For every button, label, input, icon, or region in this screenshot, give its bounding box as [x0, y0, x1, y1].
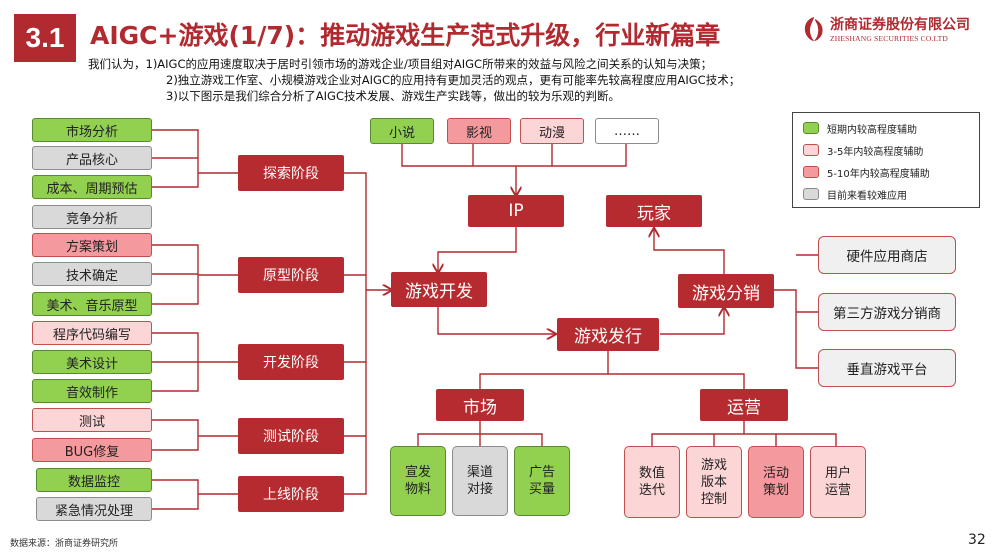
intro-line: 我们认为，1)AIGC的应用速度取决于居时引领市场的游戏企业/项目组对AIGC所… — [88, 57, 713, 71]
task-emergency-handling: 紧急情况处理 — [36, 497, 152, 521]
brand-logo: 浙商证券股份有限公司 ZHESHANG SECURITIES CO.LTD — [802, 14, 982, 50]
section-badge: 3.1 — [14, 14, 76, 62]
task-product-core: 产品核心 — [32, 146, 152, 170]
page-number: 32 — [968, 532, 986, 548]
task-sound-production: 音效制作 — [32, 379, 152, 403]
legend-label: 5-10年内较高程度辅助 — [827, 168, 930, 180]
market-item-promo-material: 宣发 物料 — [390, 446, 446, 516]
hub-market: 市场 — [436, 389, 524, 421]
legend: 短期内较高程度辅助 3-5年内较高程度辅助 5-10年内较高程度辅助 目前来看较… — [792, 112, 980, 208]
task-bug-fix: BUG修复 — [32, 438, 152, 462]
intro-text: 我们认为，1)AIGC的应用速度取决于居时引领市场的游戏企业/项目组对AIGC所… — [88, 56, 740, 104]
channel-third-party-distributor: 第三方游戏分销商 — [818, 293, 956, 331]
hub-operation: 运营 — [700, 389, 788, 421]
hub-ip: IP — [468, 195, 564, 227]
stage-testing: 测试阶段 — [238, 418, 344, 454]
task-code-writing: 程序代码编写 — [32, 321, 152, 345]
task-art-music-prototype: 美术、音乐原型 — [32, 292, 152, 316]
brand-name: 浙商证券股份有限公司 — [830, 17, 970, 33]
task-data-monitoring: 数据监控 — [36, 468, 152, 492]
task-cost-estimate: 成本、周期预估 — [32, 175, 152, 199]
legend-item: 3-5年内较高程度辅助 — [803, 141, 923, 159]
ip-source-novel: 小说 — [370, 118, 434, 144]
hub-game-development: 游戏开发 — [391, 272, 487, 307]
hub-game-distribution: 游戏分销 — [678, 274, 774, 308]
stage-development: 开发阶段 — [238, 344, 344, 380]
operation-item-event-planning: 活动 策划 — [748, 446, 804, 518]
intro-line: 3)以下图示是我们综合分析了AIGC技术发展、游戏生产实践等，做出的较为乐观的判… — [166, 89, 620, 103]
legend-swatch-light-pink — [803, 144, 819, 156]
brand-name-en: ZHESHANG SECURITIES CO.LTD — [830, 34, 949, 43]
stage-launch: 上线阶段 — [238, 476, 344, 512]
legend-item: 目前来看较难应用 — [803, 185, 907, 203]
channel-hardware-store: 硬件应用商店 — [818, 236, 956, 274]
legend-swatch-gray — [803, 188, 819, 200]
brand-mark-icon — [804, 17, 823, 41]
market-item-channel-docking: 渠道 对接 — [452, 446, 508, 516]
source-note: 数据来源：浙商证券研究所 — [10, 539, 119, 549]
stage-explore: 探索阶段 — [238, 155, 344, 191]
hub-player: 玩家 — [606, 195, 702, 227]
stage-prototype: 原型阶段 — [238, 257, 344, 293]
task-plan-design: 方案策划 — [32, 233, 152, 257]
page-title: AIGC+游戏(1/7)：推动游戏生产范式升级，行业新篇章 — [90, 21, 721, 50]
market-item-ad-buying: 广告 买量 — [514, 446, 570, 516]
operation-item-user-operation: 用户 运营 — [810, 446, 866, 518]
legend-label: 短期内较高程度辅助 — [827, 124, 917, 136]
legend-swatch-green — [803, 122, 819, 134]
legend-item: 5-10年内较高程度辅助 — [803, 163, 930, 181]
legend-label: 3-5年内较高程度辅助 — [827, 146, 924, 158]
legend-swatch-pink — [803, 166, 819, 178]
operation-item-version-control: 游戏 版本 控制 — [686, 446, 742, 518]
ip-source-film: 影视 — [447, 118, 511, 144]
task-competition-analysis: 竞争分析 — [32, 205, 152, 229]
intro-line: 2)独立游戏工作室、小规模游戏企业对AIGC的应用持有更加灵活的观点，更有可能率… — [166, 73, 741, 87]
legend-item: 短期内较高程度辅助 — [803, 119, 917, 137]
legend-label: 目前来看较难应用 — [827, 190, 907, 202]
ip-source-anime: 动漫 — [520, 118, 584, 144]
task-tech-decision: 技术确定 — [32, 262, 152, 286]
task-market-analysis: 市场分析 — [32, 118, 152, 142]
ip-source-more: …… — [595, 118, 659, 144]
channel-vertical-platform: 垂直游戏平台 — [818, 349, 956, 387]
hub-game-publishing: 游戏发行 — [557, 318, 659, 351]
task-art-design: 美术设计 — [32, 350, 152, 374]
task-testing: 测试 — [32, 408, 152, 432]
operation-item-value-iteration: 数值 迭代 — [624, 446, 680, 518]
